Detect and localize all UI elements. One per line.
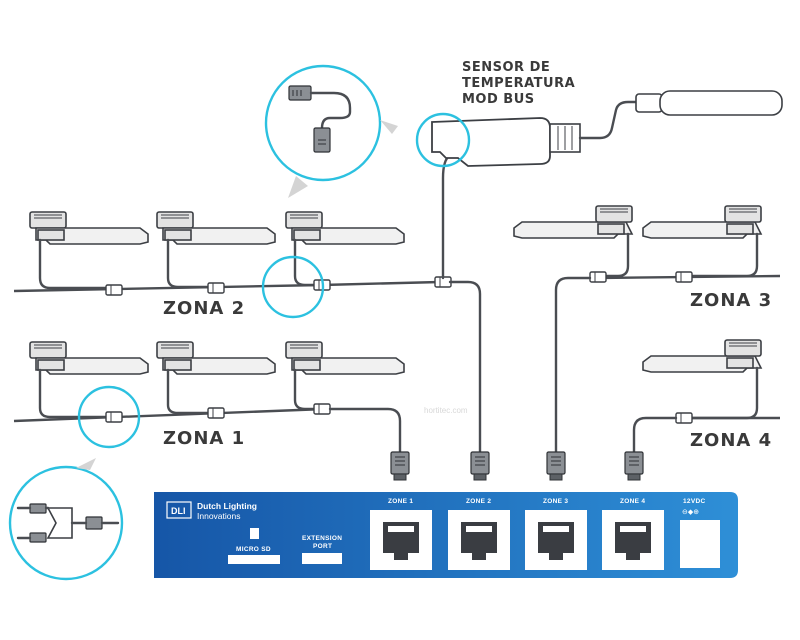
extension-port-label-2: PORT — [313, 543, 332, 550]
zone-port-label: ZONE 1 — [388, 498, 413, 505]
lamp-fixture — [156, 211, 276, 245]
zona-4-group: ZONA 4 — [632, 339, 780, 454]
zona-2-group: ZONA 2 — [13, 211, 452, 319]
zona-2-label: ZONA 2 — [163, 298, 245, 319]
cable-splitter — [589, 271, 607, 283]
sensor-probe — [635, 93, 663, 113]
lamp-fixture — [285, 211, 405, 245]
watermark-text: hortitec.com — [424, 406, 468, 415]
cable-splitter — [675, 271, 693, 283]
zone-port-label: ZONE 2 — [466, 498, 491, 505]
cable-splitter — [207, 407, 225, 419]
brand-name-line-1: Dutch Lighting — [197, 501, 257, 511]
cable-detail-callout — [264, 64, 398, 198]
extension-port-label-1: EXTENSION — [302, 535, 342, 542]
dli-logo — [166, 501, 192, 519]
rj-plug — [624, 451, 644, 481]
zona-4-label: ZONA 4 — [690, 430, 772, 451]
power-port[interactable] — [680, 520, 720, 568]
zone-port-label: ZONE 3 — [543, 498, 568, 505]
brand-name-line-2: Innovations — [197, 511, 240, 521]
lamp-fixture — [285, 341, 405, 375]
zona-1-group: ZONA 1 — [13, 341, 405, 449]
zone-port-label: ZONE 4 — [620, 498, 645, 505]
cable-splitter — [207, 282, 225, 294]
rj-plug — [470, 451, 490, 481]
highlight-circle — [415, 112, 471, 168]
power-label: 12VDC — [683, 498, 705, 505]
micro-sd-slot[interactable] — [228, 555, 280, 564]
cable-splitter — [313, 403, 331, 415]
sensor-title-line-1: SENSOR DE — [462, 60, 550, 75]
micro-sd-icon — [250, 528, 259, 539]
logo-text: DLI — [171, 506, 186, 516]
lamp-fixture — [642, 205, 762, 239]
power-polarity-icon: ⊖◆⊕ — [682, 508, 699, 516]
zone-port-1[interactable]: ZONE 1 — [370, 498, 432, 570]
cable-splitter — [105, 284, 123, 296]
sensor-title-line-2: TEMPERATURA — [462, 76, 575, 91]
zone-port-3[interactable]: ZONE 3 — [525, 498, 587, 570]
cable-splitter — [675, 412, 693, 424]
sensor-body — [431, 117, 551, 167]
micro-sd-label: MICRO SD — [236, 546, 271, 553]
lamp-fixture — [156, 341, 276, 375]
zona-1-label: ZONA 1 — [163, 428, 245, 449]
sensor-title-line-3: MOD BUS — [462, 92, 535, 107]
zone-port-4[interactable]: ZONE 4 — [602, 498, 664, 570]
lamp-fixture — [29, 341, 149, 375]
zone-port-2[interactable]: ZONE 2 — [448, 498, 510, 570]
lamp-fixture — [642, 339, 762, 373]
extension-port[interactable] — [302, 553, 342, 564]
controller-panel: DLI Dutch Lighting Innovations MICRO SD … — [154, 492, 738, 578]
highlight-circle — [261, 255, 325, 319]
rj-plug — [390, 451, 410, 481]
lamp-fixture — [29, 211, 149, 245]
rj-plug — [546, 451, 566, 481]
highlight-circle — [77, 385, 141, 449]
zona-3-label: ZONA 3 — [690, 290, 772, 311]
zona-1-bus — [13, 407, 326, 423]
zona-2-bus — [13, 283, 323, 293]
cable-splitter — [105, 411, 123, 423]
lamp-fixture — [513, 205, 633, 239]
zona-3-group: ZONA 3 — [513, 205, 781, 454]
temperature-sensor: SENSOR DE TEMPERATURA MOD BUS — [431, 60, 783, 280]
splitter-detail-callout — [8, 458, 124, 581]
